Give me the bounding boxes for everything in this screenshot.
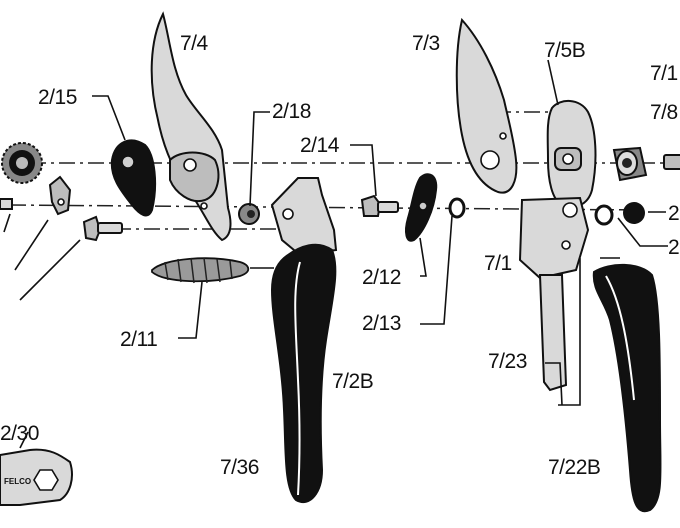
label-7-4: 7/4 xyxy=(180,32,209,55)
part-left-screw xyxy=(0,198,13,210)
label-7-1: 7/1 xyxy=(484,252,512,275)
wrench-brand-text: FELCO xyxy=(4,477,31,486)
part-7-3-cutting-blade xyxy=(455,17,518,194)
part-2-14-screw xyxy=(360,194,399,217)
part-right-nut xyxy=(612,146,648,182)
leader-lines xyxy=(3,59,668,449)
label-2-right-upper: 2 xyxy=(668,202,679,225)
label-2-11: 2/11 xyxy=(120,328,157,351)
label-2-12: 2/12 xyxy=(362,266,401,289)
part-2-12-link xyxy=(405,173,438,242)
label-2-right-lower: 2 xyxy=(668,236,679,259)
label-7-22b: 7/22B xyxy=(548,456,600,479)
part-7-22b-handle-grip xyxy=(592,263,662,513)
part-2-15-cam-plate xyxy=(110,139,157,217)
label-2-14: 2/14 xyxy=(300,134,340,157)
part-right-cap xyxy=(623,202,645,224)
label-7-36: 7/36 xyxy=(220,456,259,479)
label-7-5b: 7/5B xyxy=(544,39,585,62)
label-7-2b: 7/2B xyxy=(332,370,373,393)
label-2-30: 2/30 xyxy=(0,422,39,445)
label-7-3: 7/3 xyxy=(412,32,440,55)
label-2-18: 2/18 xyxy=(272,100,311,123)
part-7-1-upper-handle xyxy=(518,196,590,392)
part-adjustment-nut xyxy=(1,142,43,184)
part-7-4-anvil-blade xyxy=(150,11,232,242)
label-7-23: 7/23 xyxy=(488,350,527,373)
label-2-15: 2/15 xyxy=(38,86,77,109)
label-2-13: 2/13 xyxy=(362,312,401,335)
part-right-washer xyxy=(594,204,614,226)
part-right-bolt xyxy=(663,154,680,170)
label-7-1-top: 7/1 xyxy=(650,62,678,85)
part-bolt-lower xyxy=(82,215,123,242)
part-2-30-wrench: FELCO xyxy=(0,448,73,506)
part-small-lever xyxy=(48,175,72,216)
label-7-8: 7/8 xyxy=(650,101,678,124)
part-labels: 7/4 2/15 2/18 2/14 7/3 7/5B 7/1 7/8 2/12… xyxy=(0,32,680,479)
part-2-11-spring xyxy=(151,257,250,284)
part-7-2b-lower-handle xyxy=(270,177,338,503)
part-2-18-washer xyxy=(238,203,260,225)
part-7-5b-handle-head xyxy=(546,100,597,208)
part-2-13-washer xyxy=(448,197,466,219)
